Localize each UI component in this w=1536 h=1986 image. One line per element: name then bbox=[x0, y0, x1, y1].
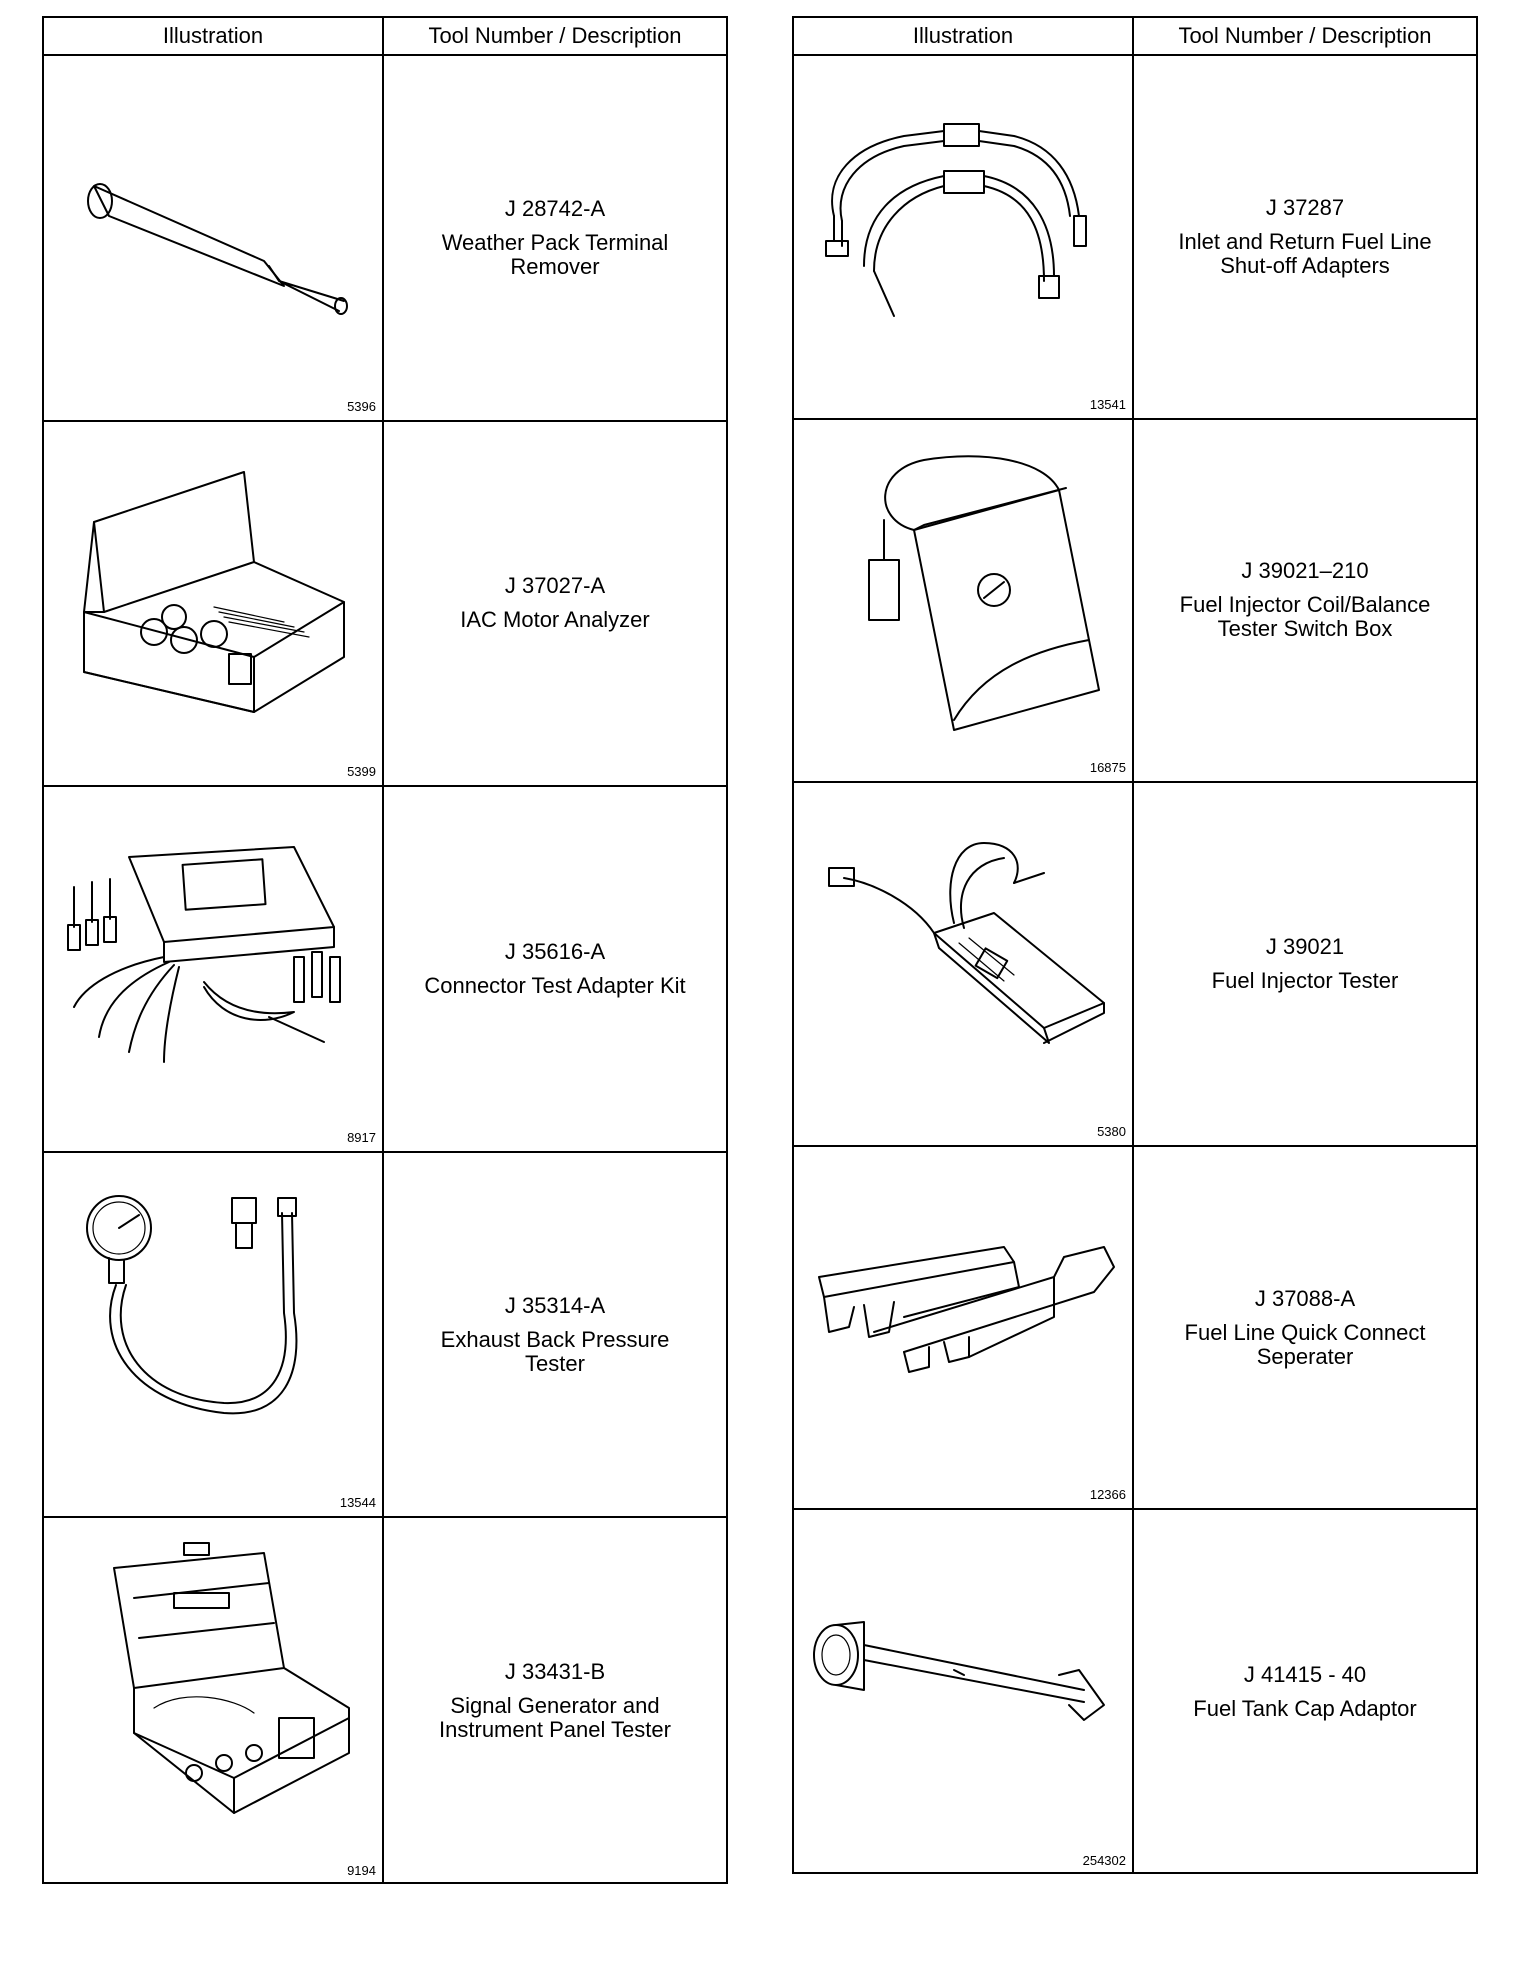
illustration-cell: 12366 bbox=[794, 1146, 1134, 1509]
tool-number: J 33431-B bbox=[504, 1659, 606, 1685]
table-header: Illustration Tool Number / Description bbox=[44, 18, 726, 56]
switch-box-icon bbox=[804, 440, 1122, 740]
tool-description-line: Seperater bbox=[1256, 1343, 1354, 1369]
illustration-cell: 16875 bbox=[794, 419, 1134, 782]
illustration-cell: 5380 bbox=[794, 783, 1134, 1145]
table-row: 8917 J 35616-A Connector Test Adapter Ki… bbox=[44, 787, 726, 1153]
tool-number: J 35314-A bbox=[504, 1292, 606, 1318]
tool-description-line: Remover bbox=[510, 253, 600, 279]
tool-description-line: Tester bbox=[525, 1350, 585, 1376]
table-row: 12366 J 37088-A Fuel Line Quick Connect … bbox=[794, 1146, 1476, 1511]
tank-cap-adaptor-icon bbox=[804, 1530, 1122, 1830]
tool-description-line: Shut-off Adapters bbox=[1220, 252, 1390, 278]
figure-number: 16875 bbox=[1089, 760, 1126, 776]
header-tool-description: Tool Number / Description bbox=[428, 23, 682, 48]
injector-tester-icon bbox=[804, 803, 1122, 1103]
table-header: Illustration Tool Number / Description bbox=[794, 18, 1476, 56]
analyzer-case-icon bbox=[54, 442, 372, 742]
terminal-remover-icon bbox=[54, 76, 372, 376]
tool-number: J 28742-A bbox=[504, 195, 606, 221]
tool-number: J 39021–210 bbox=[1241, 558, 1369, 584]
description-cell: J 37027-A IAC Motor Analyzer bbox=[384, 422, 726, 786]
figure-number: 5396 bbox=[347, 398, 376, 414]
header-illustration: Illustration bbox=[44, 18, 384, 54]
description-cell: J 37287 Inlet and Return Fuel Line Shut-… bbox=[1134, 56, 1476, 418]
tool-description-line: Signal Generator and bbox=[450, 1693, 660, 1719]
description-cell: J 33431-B Signal Generator and Instrumen… bbox=[384, 1518, 726, 1884]
figure-number: 9194 bbox=[347, 1862, 376, 1878]
header-illustration: Illustration bbox=[794, 18, 1134, 54]
tool-number: J 35616-A bbox=[504, 938, 606, 964]
table-row: 9194 J 33431-B Signal Generator and Inst… bbox=[44, 1518, 726, 1884]
tool-description-line: Instrument Panel Tester bbox=[439, 1717, 671, 1743]
tool-number: J 37027-A bbox=[504, 573, 606, 599]
tool-description-line: Exhaust Back Pressure bbox=[440, 1326, 670, 1352]
tool-description-line: Inlet and Return Fuel Line bbox=[1178, 228, 1432, 254]
illustration-cell: 13541 bbox=[794, 56, 1134, 418]
illustration-cell: 9194 bbox=[44, 1518, 384, 1884]
tool-description-line: Tester Switch Box bbox=[1217, 616, 1393, 642]
signal-generator-case-icon bbox=[54, 1538, 372, 1838]
figure-number: 8917 bbox=[347, 1129, 376, 1145]
tool-description-line: Fuel Tank Cap Adaptor bbox=[1193, 1696, 1417, 1722]
tool-description-line: Fuel Line Quick Connect bbox=[1184, 1319, 1426, 1345]
illustration-cell: 8917 bbox=[44, 787, 384, 1151]
description-cell: J 28742-A Weather Pack Terminal Remover bbox=[384, 56, 726, 420]
tool-description-line: Fuel Injector Coil/Balance bbox=[1179, 592, 1431, 618]
description-cell: J 39021–210 Fuel Injector Coil/Balance T… bbox=[1134, 420, 1476, 782]
tool-description-line: Connector Test Adapter Kit bbox=[424, 972, 686, 998]
table-row: 254302 J 41415 - 40 Fuel Tank Cap Adapto… bbox=[794, 1510, 1476, 1874]
table-row: 16875 J 39021–210 Fuel Injector Coil/Bal… bbox=[794, 419, 1476, 784]
figure-number: 254302 bbox=[1082, 1852, 1126, 1868]
illustration-cell: 13544 bbox=[44, 1152, 384, 1517]
pressure-gauge-icon bbox=[54, 1173, 372, 1473]
tool-table-left: Illustration Tool Number / Description 5… bbox=[42, 16, 728, 1884]
fuel-line-adapters-icon bbox=[804, 76, 1122, 376]
tool-number: J 39021 bbox=[1265, 933, 1345, 959]
tool-number: J 37287 bbox=[1265, 194, 1345, 220]
description-cell: J 35314-A Exhaust Back Pressure Tester bbox=[384, 1153, 726, 1517]
illustration-cell: 5396 bbox=[44, 56, 384, 420]
figure-number: 5399 bbox=[347, 764, 376, 780]
illustration-cell: 5399 bbox=[44, 421, 384, 786]
quick-connect-separator-icon bbox=[804, 1167, 1122, 1467]
tool-description-line: IAC Motor Analyzer bbox=[460, 607, 650, 633]
table-row: 5380 J 39021 Fuel Injector Tester bbox=[794, 783, 1476, 1147]
adapter-kit-icon bbox=[54, 807, 372, 1107]
table-row: 5396 J 28742-A Weather Pack Terminal Rem… bbox=[44, 56, 726, 422]
table-row: 13544 J 35314-A Exhaust Back Pressure Te… bbox=[44, 1152, 726, 1519]
tool-number: J 37088-A bbox=[1254, 1285, 1356, 1311]
header-tool-description: Tool Number / Description bbox=[1178, 23, 1432, 48]
description-cell: J 41415 - 40 Fuel Tank Cap Adaptor bbox=[1134, 1510, 1476, 1874]
figure-number: 12366 bbox=[1089, 1487, 1126, 1503]
table-row: 13541 J 37287 Inlet and Return Fuel Line… bbox=[794, 56, 1476, 420]
description-cell: J 39021 Fuel Injector Tester bbox=[1134, 783, 1476, 1145]
illustration-cell: 254302 bbox=[794, 1510, 1134, 1874]
tool-number: J 41415 - 40 bbox=[1243, 1662, 1367, 1688]
tool-description-line: Weather Pack Terminal bbox=[441, 229, 669, 255]
figure-number: 13544 bbox=[339, 1495, 376, 1511]
description-cell: J 35616-A Connector Test Adapter Kit bbox=[384, 787, 726, 1151]
figure-number: 13541 bbox=[1089, 396, 1126, 412]
figure-number: 5380 bbox=[1097, 1123, 1126, 1139]
tool-description-line: Fuel Injector Tester bbox=[1211, 967, 1399, 993]
table-row: 5399 J 37027-A IAC Motor Analyzer bbox=[44, 421, 726, 788]
tool-table-right: Illustration Tool Number / Description bbox=[792, 16, 1478, 1874]
description-cell: J 37088-A Fuel Line Quick Connect Sepera… bbox=[1134, 1147, 1476, 1509]
